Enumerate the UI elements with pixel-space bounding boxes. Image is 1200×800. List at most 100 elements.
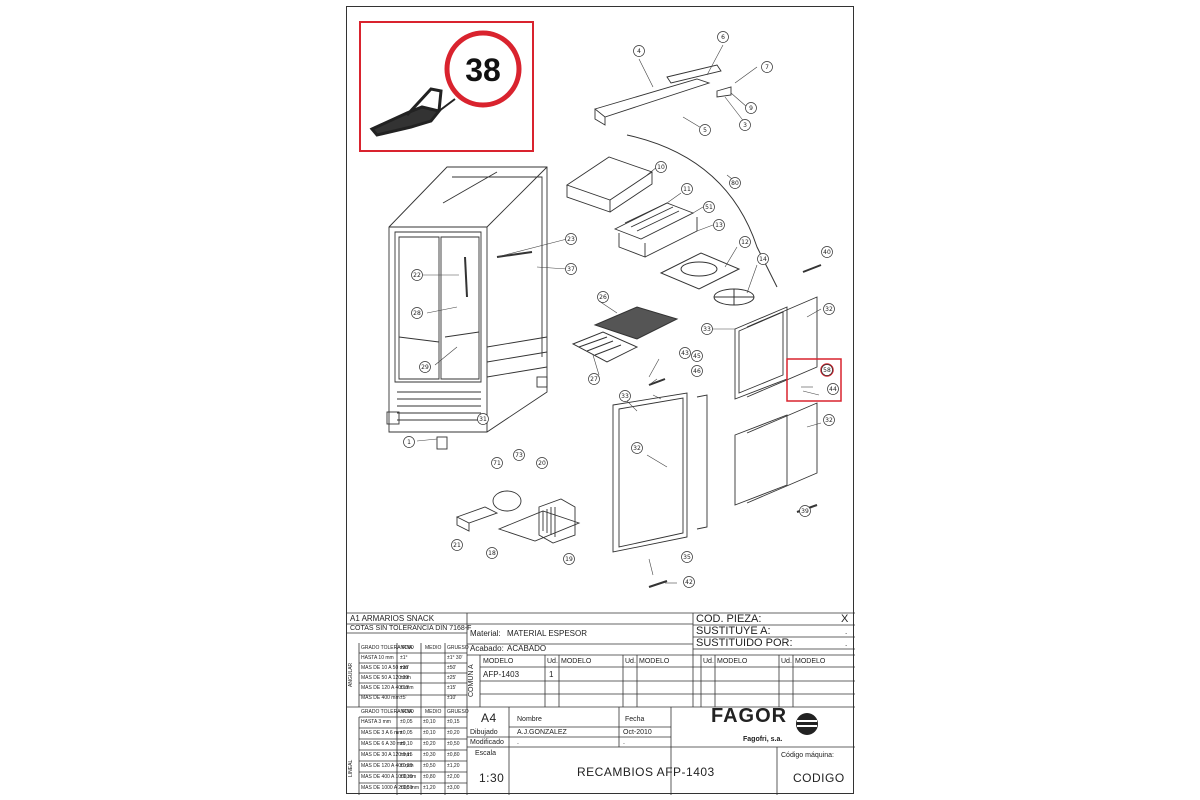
part-number-label: 13: [715, 222, 723, 229]
part-number-label: 4: [637, 48, 641, 55]
part-bubble: [823, 414, 835, 426]
lineal-row-fino: ±0,10: [400, 741, 413, 747]
shelf-grid: [593, 306, 679, 340]
col-modelo-2: MODELO: [561, 658, 592, 665]
lineal-row-range: MAS DE 6 A 30 mm: [361, 741, 406, 747]
angular-row-grueso: ±25': [447, 675, 457, 681]
lineal-row-grueso: ±0,80: [447, 752, 460, 758]
lineal-row-medio: ±0,30: [423, 752, 436, 758]
part-bubble: [633, 45, 645, 57]
family-label: A1 ARMARIOS SNACK: [350, 614, 435, 623]
company-name: Fagofri, s.a.: [743, 736, 783, 743]
lineal-row-range: MAS DE 3 A 6 mm: [361, 730, 403, 736]
dibujado-name: A.J.GONZALEZ: [517, 729, 567, 736]
escala-label: Escala: [475, 750, 497, 757]
modificado-date: .: [623, 739, 625, 746]
lineal-row-range: MAS DE 1000 A 2000 mm: [361, 785, 420, 791]
lineal-row-grueso: ±0,15: [447, 719, 460, 725]
part-bubble: [681, 183, 693, 195]
part-number-label: 73: [515, 452, 523, 459]
modificado-name: .: [517, 739, 519, 746]
lineal-row-range: MAS DE 120 A 400 mm: [361, 763, 414, 769]
angular-row-grueso: ±50': [447, 665, 457, 671]
lineal-row-grueso: ±2,00: [447, 774, 460, 780]
col-ud-2: Ud.: [625, 658, 636, 665]
dibujado-date: Oct-2010: [623, 729, 652, 736]
part-number-label: 26: [599, 294, 607, 301]
lineal-row-fino: ±0,05: [400, 719, 413, 725]
cabinet-illustration: [386, 166, 548, 450]
finish-label: Acabado:: [470, 644, 504, 653]
finish-value: ACABADO: [507, 644, 547, 653]
part-bubble: [823, 303, 835, 315]
lineal-side-label: LINEAL: [348, 759, 354, 777]
codigo-label: Código máquina:: [781, 752, 834, 759]
comun-label: COMUN A: [468, 664, 475, 697]
lineal-row-grueso: ±0,20: [447, 730, 460, 736]
condensing-unit: [455, 490, 581, 544]
door-right-top: [734, 296, 818, 400]
part-bubble: [565, 263, 577, 275]
angular-row-fino: ±30': [400, 665, 410, 671]
col-modelo-4: MODELO: [717, 658, 748, 665]
part-bubble: [717, 31, 729, 43]
angular-row-grueso: ±10': [447, 695, 457, 701]
angular-header-grueso: GRUESO: [447, 645, 469, 651]
part-number-label: 31: [479, 416, 487, 423]
part-number-label: 44: [829, 386, 837, 393]
part-bubble: [691, 350, 703, 362]
angular-row-grueso: ±15': [447, 685, 457, 691]
part-bubble: [713, 219, 725, 231]
angular-row-fino: ±10': [400, 685, 410, 691]
lineal-row-grueso: ±3,00: [447, 785, 460, 791]
part-number-label: 32: [633, 445, 641, 452]
fagor-swirl-icon: [796, 713, 818, 735]
sustituido-label: SUSTITUIDO POR:: [696, 637, 793, 649]
part-bubble: [729, 177, 741, 189]
angular-row-range: MAS DE 120 A 400 mm: [361, 685, 414, 691]
part-number-label: 18: [488, 550, 496, 557]
lineal-row-grueso: ±1,20: [447, 763, 460, 769]
part-bubble: [513, 449, 525, 461]
angular-row-range: HASTA 10 mm: [361, 655, 394, 661]
part-bubble: [757, 253, 769, 265]
material-value: MATERIAL ESPESOR: [507, 629, 588, 638]
part-number-label: 39: [801, 508, 809, 515]
part-bubble: [597, 291, 609, 303]
col-ud-1: Ud.: [547, 658, 558, 665]
lineal-row-medio: ±0,10: [423, 719, 436, 725]
angular-row-range: MAS DE 50 A 120 mm: [361, 675, 411, 681]
lineal-row-grueso: ±0,50: [447, 741, 460, 747]
shelf-small: [571, 331, 639, 363]
part-bubble: [411, 269, 423, 281]
drip-tray: [659, 252, 741, 290]
part-bubble: [699, 124, 711, 136]
model-row-modelo: AFP-1403: [483, 670, 520, 679]
escala-value: 1:30: [479, 771, 505, 785]
angular-row-fino: ±5': [400, 695, 407, 701]
sustituido-value: .: [845, 639, 848, 648]
part-bubble: [827, 383, 839, 395]
angular-side-label: ANGULAR: [348, 662, 354, 687]
angular-row-fino: ±20': [400, 675, 410, 681]
part-number-label: 9: [749, 105, 753, 112]
drawing-title: RECAMBIOS AFP-1403: [577, 765, 715, 779]
part-bubble: [411, 307, 423, 319]
lineal-header-grueso: GRUESO: [447, 709, 469, 715]
callout-circle: [444, 30, 522, 108]
part-bubble: [745, 102, 757, 114]
lineal-row-medio: ±0,50: [423, 763, 436, 769]
nombre-label: Nombre: [517, 716, 542, 723]
part-bubble: [419, 361, 431, 373]
angular-row-grueso: ±1° 30': [447, 655, 463, 661]
lineal-header-grado: GRADO TOLERANCIA: [361, 709, 413, 715]
part-number-label: 37: [567, 266, 575, 273]
col-ud-3: Ud.: [703, 658, 714, 665]
part-bubble: [761, 61, 773, 73]
angular-row-range: MAS DE 10 A 50 mm: [361, 665, 408, 671]
lineal-row-range: HASTA 3 mm: [361, 719, 391, 725]
hinge-icon: [369, 87, 456, 137]
angular-row-range: MAS DE 400 mm: [361, 695, 400, 701]
lineal-row-medio: ±0,10: [423, 730, 436, 736]
